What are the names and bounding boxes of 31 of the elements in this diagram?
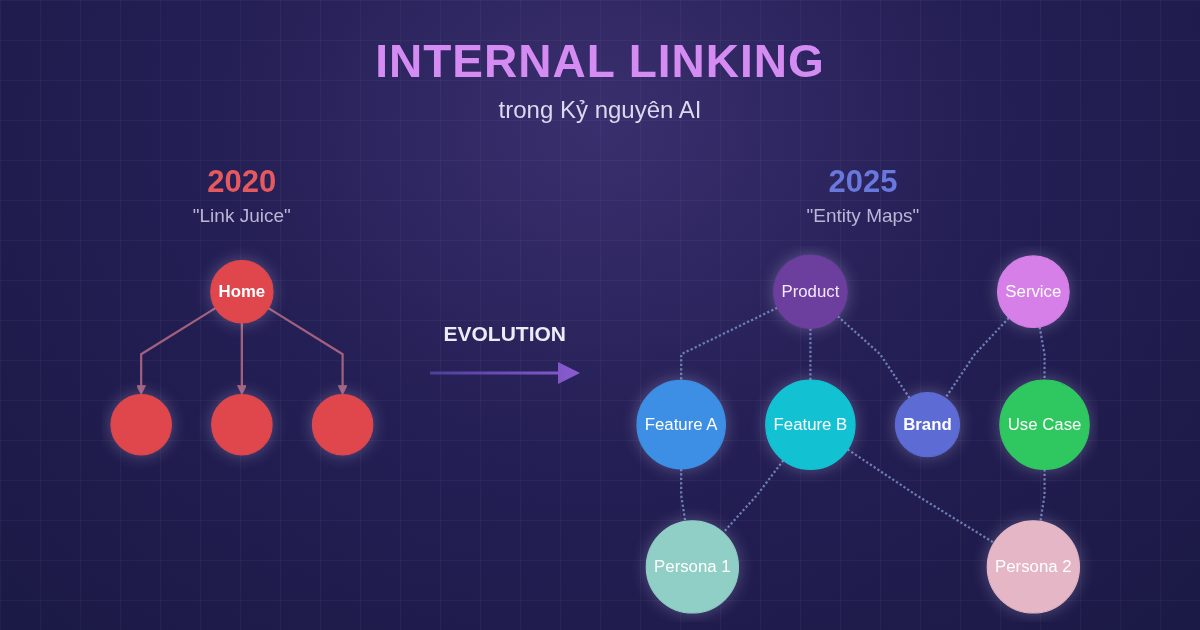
arrow	[267, 307, 348, 395]
dashed-line	[679, 306, 778, 381]
era-subtitle: "Entity Maps"	[806, 205, 920, 226]
dashed-line	[846, 448, 995, 544]
dashed-line	[944, 317, 1010, 399]
evolution-label: EVOLUTION	[443, 321, 567, 345]
circle-node: Feature B	[765, 379, 856, 470]
dashed-line	[1039, 469, 1046, 522]
circle-node: Brand	[894, 392, 960, 458]
arrow	[136, 307, 216, 395]
dashed-line	[809, 328, 812, 380]
circle-node: Persona 1	[645, 520, 739, 614]
circle-node: Use Case	[999, 379, 1090, 470]
title: INTERNAL LINKING	[375, 35, 825, 87]
circle-node: Feature A	[636, 379, 726, 470]
circle-node: Persona 2	[986, 520, 1080, 614]
arrow	[236, 322, 247, 395]
era-subtitle: "Link Juice"	[192, 205, 291, 226]
year-heading: 2025	[828, 164, 898, 199]
circle-node	[110, 393, 172, 456]
circle-node: Service	[996, 255, 1070, 329]
circle-node: Product	[773, 254, 848, 330]
dashed-line	[679, 468, 687, 522]
subtitle: trong Kỷ nguyên AI	[498, 96, 702, 123]
dashed-line	[836, 315, 911, 399]
dashed-line	[1038, 326, 1046, 380]
circle-node	[211, 393, 273, 456]
circle-node: Home	[210, 260, 274, 324]
circle-node	[311, 393, 374, 456]
year-heading: 2020	[207, 164, 277, 199]
dashed-line	[722, 459, 785, 534]
